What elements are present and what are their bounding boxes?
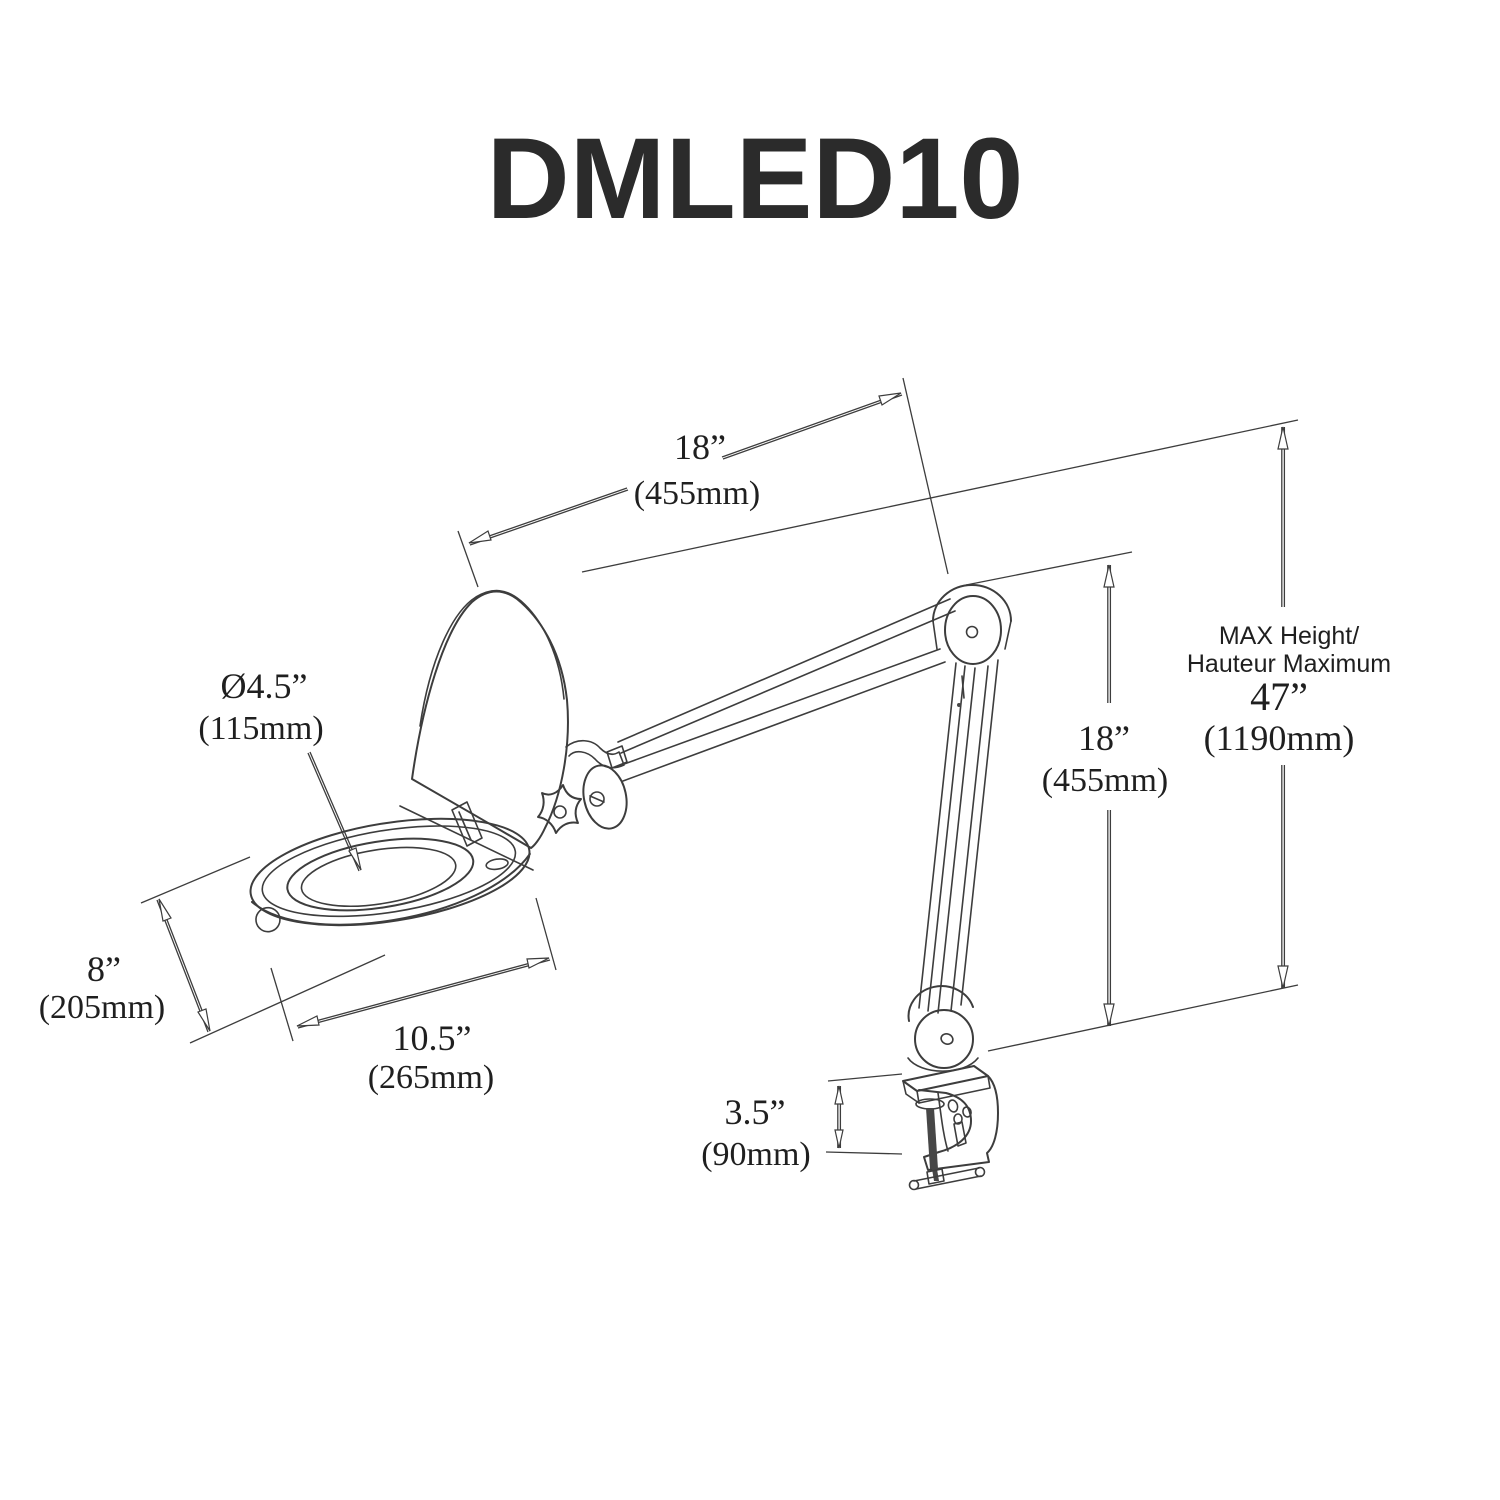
head-width-inches-label: 10.5”: [393, 1018, 472, 1058]
ground-reference-line: [987, 984, 1299, 1052]
dim-upper-arm: 18” (455mm): [457, 377, 949, 588]
upper-arm-inches-label: 18”: [674, 427, 726, 467]
max-height-label-fr: Hauteur Maximum: [1187, 650, 1391, 678]
head-depth-inches-label: 8”: [87, 949, 121, 989]
base-joint: [907, 985, 979, 1072]
dim-head-depth: 8” (205mm): [39, 856, 386, 1044]
lower-arm: [918, 659, 999, 1014]
dim-vertical-arm: 18” (455mm): [1042, 564, 1169, 1027]
clamp-opening-mm-label: (90mm): [701, 1136, 811, 1173]
lens-diameter-inches-label: Ø4.5”: [221, 666, 308, 706]
dim-lens-diameter: Ø4.5” (115mm): [198, 666, 362, 872]
screw-handle: [913, 1167, 980, 1182]
vertical-arm-mm-label: (455mm): [1042, 762, 1169, 799]
base-disc: [914, 1009, 974, 1069]
elbow-reference-line: [965, 551, 1133, 586]
max-height-inches-label: 47”: [1250, 674, 1308, 719]
clamp-base: [902, 1065, 999, 1191]
spring-hook: [565, 739, 625, 769]
lens-diameter-mm-label: (115mm): [198, 710, 323, 747]
clamp-screw: [926, 1108, 938, 1169]
dim-clamp-opening: 3.5” (90mm): [701, 1073, 903, 1173]
elbow-disc: [944, 595, 1002, 665]
elbow-joint: [932, 584, 1012, 665]
clamp-body: [918, 1075, 999, 1171]
pivot-screw: [589, 791, 605, 807]
head-depth-mm-label: (205mm): [39, 989, 166, 1026]
head-width-mm-label: (265mm): [368, 1059, 495, 1096]
magnifier-lens-ring: [249, 805, 534, 933]
pivot-disc: [582, 764, 628, 830]
screw-hole: [485, 858, 509, 871]
page-title: DMLED10: [487, 115, 1024, 243]
clamp-opening-inches-label: 3.5”: [725, 1092, 786, 1132]
max-height-label-en: MAX Height/: [1219, 622, 1359, 650]
cover-hinge: [451, 801, 483, 847]
max-height-mm-label: (1190mm): [1204, 718, 1355, 758]
upper-arm: [615, 598, 956, 782]
knob-bracket: [537, 784, 582, 834]
vertical-arm-inches-label: 18”: [1078, 718, 1130, 758]
dim-max-height: MAX Height/ Hauteur Maximum 47” (1190mm): [1187, 426, 1391, 989]
clamp-top-plate: [902, 1065, 989, 1092]
upper-arm-mm-label: (455mm): [634, 475, 761, 512]
base-hole: [940, 1033, 954, 1045]
max-height-top-reference-line: [581, 419, 1299, 573]
cable-notch: [255, 906, 281, 933]
head-joint: [537, 739, 628, 834]
dim-head-width: 10.5” (265mm): [270, 897, 557, 1096]
flip-cover: [411, 589, 569, 849]
elbow-hole: [965, 625, 979, 639]
